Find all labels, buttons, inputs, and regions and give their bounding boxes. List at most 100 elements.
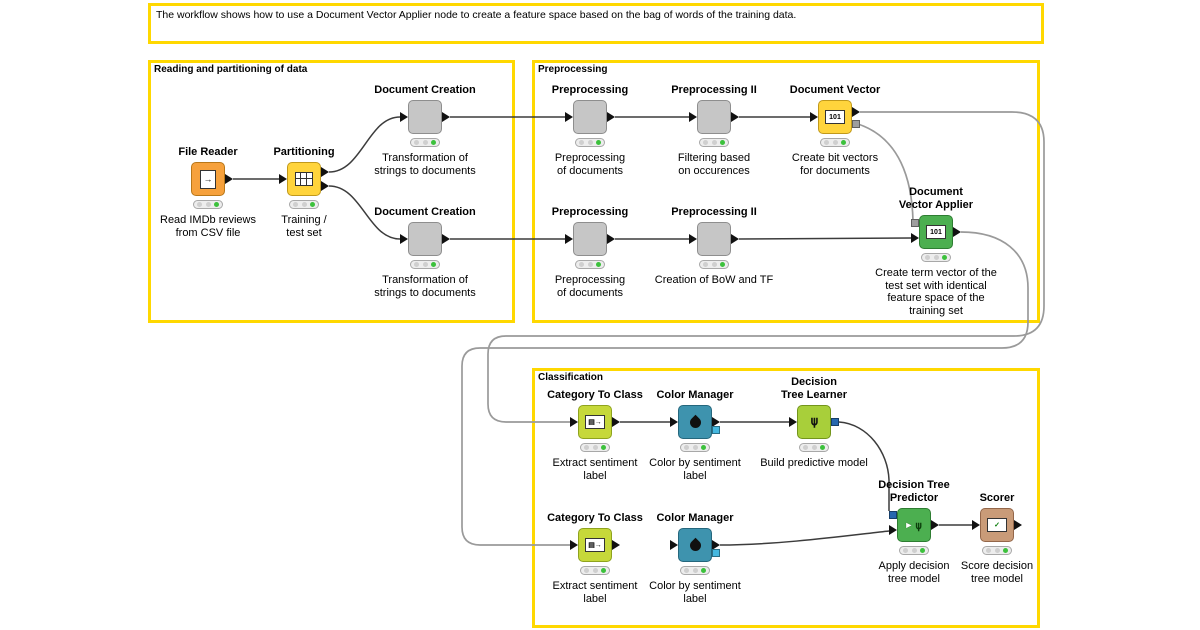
input-port-data[interactable]	[889, 525, 897, 535]
node-label: Partitioning	[273, 145, 335, 158]
group-classification[interactable]: Classification	[532, 368, 1040, 628]
input-port[interactable]	[670, 540, 678, 550]
connection-colormanager2-dtpredictor[interactable]	[719, 530, 890, 546]
node-file-reader[interactable]: File Reader → Read IMDb reviews from CSV…	[160, 146, 256, 239]
node-color-manager-1[interactable]: Color Manager Color by sentiment label	[649, 389, 741, 482]
connection-documentvector-applier-model[interactable]	[857, 123, 914, 222]
input-port[interactable]	[810, 112, 818, 122]
node-status-lights	[699, 138, 729, 147]
node-preprocessing-ii-1[interactable]: Preprocessing II Filtering based on occu…	[671, 84, 757, 177]
node-body[interactable]	[287, 162, 321, 196]
node-body[interactable]: →	[191, 162, 225, 196]
input-port[interactable]	[565, 112, 573, 122]
input-port-model[interactable]	[911, 219, 919, 227]
output-port[interactable]	[607, 234, 615, 244]
connection-documentvector-categorytoclass1[interactable]	[487, 111, 1045, 423]
workflow-annotation[interactable]: The workflow shows how to use a Document…	[148, 3, 1044, 44]
output-port[interactable]	[1014, 520, 1022, 530]
node-status-lights	[982, 546, 1012, 555]
input-port[interactable]	[279, 174, 287, 184]
node-body[interactable]	[678, 405, 712, 439]
node-caption: Build predictive model	[760, 457, 868, 469]
output-port[interactable]	[612, 417, 620, 427]
output-port[interactable]	[712, 540, 720, 550]
node-partitioning[interactable]: Partitioning Training / test set	[273, 146, 334, 239]
node-category-to-class-1[interactable]: Category To Class ▤→ Extract sentiment l…	[547, 389, 643, 482]
output-port[interactable]	[731, 112, 739, 122]
group-title: Reading and partitioning of data	[154, 64, 308, 75]
output-port[interactable]	[953, 227, 961, 237]
input-port[interactable]	[565, 234, 573, 244]
node-body[interactable]: ▤→	[578, 405, 612, 439]
output-port-model[interactable]	[831, 418, 839, 426]
output-port[interactable]	[607, 112, 615, 122]
node-body[interactable]	[408, 222, 442, 256]
node-caption: Transformation of strings to documents	[374, 152, 476, 177]
input-port[interactable]	[570, 417, 578, 427]
input-port[interactable]	[570, 540, 578, 550]
output-port[interactable]	[931, 520, 939, 530]
partition-grid-icon	[295, 172, 313, 186]
connection-applier-categorytoclass2[interactable]	[461, 231, 1029, 546]
group-preprocessing[interactable]: Preprocessing	[532, 60, 1040, 323]
input-port[interactable]	[400, 112, 408, 122]
node-decision-tree-predictor[interactable]: Decision Tree Predictor ► ⋔ Apply decisi…	[878, 479, 950, 584]
node-document-creation-2[interactable]: Document Creation Transformation of stri…	[374, 206, 476, 299]
group-reading-partitioning[interactable]: Reading and partitioning of data	[148, 60, 515, 323]
node-body[interactable]	[408, 100, 442, 134]
connection-preprocessingii2-applier[interactable]	[738, 237, 912, 240]
output-port[interactable]	[712, 417, 720, 427]
node-status-lights	[921, 253, 951, 262]
output-port[interactable]	[612, 540, 620, 550]
output-port[interactable]	[225, 174, 233, 184]
node-body[interactable]	[697, 222, 731, 256]
node-preprocessing-2[interactable]: Preprocessing Preprocessing of documents	[552, 206, 628, 299]
node-body[interactable]: 101	[919, 215, 953, 249]
node-label: Decision Tree Learner	[780, 376, 848, 401]
node-body[interactable]: ✓	[980, 508, 1014, 542]
play-arrow-icon: ►	[904, 519, 914, 530]
node-body[interactable]: 101	[818, 100, 852, 134]
node-label: Category To Class	[547, 511, 643, 524]
node-body[interactable]	[697, 100, 731, 134]
node-color-manager-2[interactable]: Color Manager Color by sentiment label	[649, 512, 741, 605]
node-body[interactable]: ▤→	[578, 528, 612, 562]
node-document-creation-1[interactable]: Document Creation Transformation of stri…	[374, 84, 476, 177]
node-body[interactable]: ⋔	[797, 405, 831, 439]
input-port[interactable]	[400, 234, 408, 244]
node-body[interactable]: ► ⋔	[897, 508, 931, 542]
node-body[interactable]	[573, 100, 607, 134]
output-port[interactable]	[731, 234, 739, 244]
connection-partitioning-doccreation2[interactable]	[328, 185, 401, 240]
input-port[interactable]	[689, 112, 697, 122]
node-decision-tree-learner[interactable]: Decision Tree Learner ⋔ Build predictive…	[760, 376, 868, 469]
input-port[interactable]	[670, 417, 678, 427]
output-port-data[interactable]	[852, 107, 860, 117]
input-port-model[interactable]	[889, 511, 897, 519]
node-preprocessing-ii-2[interactable]: Preprocessing II Creation of BoW and TF	[655, 206, 773, 286]
checkmark-doc-icon: ✓	[987, 518, 1007, 532]
node-caption: Preprocessing of documents	[554, 274, 626, 299]
node-preprocessing-1[interactable]: Preprocessing Preprocessing of documents	[552, 84, 628, 177]
output-port-color-model[interactable]	[712, 549, 720, 557]
input-port[interactable]	[789, 417, 797, 427]
output-port-top[interactable]	[321, 167, 329, 177]
output-port-color-model[interactable]	[712, 426, 720, 434]
output-port-bottom[interactable]	[321, 181, 329, 191]
output-port[interactable]	[442, 234, 450, 244]
node-document-vector[interactable]: Document Vector 101 Create bit vectors f…	[790, 84, 880, 177]
input-port[interactable]	[689, 234, 697, 244]
output-port-model[interactable]	[852, 120, 860, 128]
node-scorer[interactable]: Scorer ✓ Score decision tree model	[961, 492, 1033, 585]
output-port[interactable]	[442, 112, 450, 122]
node-document-vector-applier[interactable]: Document Vector Applier 101 Create term …	[875, 186, 997, 317]
node-caption: Extract sentiment label	[552, 457, 638, 482]
connection-partitioning-doccreation1[interactable]	[328, 116, 401, 173]
input-port-data[interactable]	[911, 233, 919, 243]
node-category-to-class-2[interactable]: Category To Class ▤→ Extract sentiment l…	[547, 512, 643, 605]
input-port[interactable]	[972, 520, 980, 530]
connection-dtlearner-dtpredictor[interactable]	[838, 421, 890, 511]
node-body[interactable]	[573, 222, 607, 256]
node-body[interactable]	[678, 528, 712, 562]
